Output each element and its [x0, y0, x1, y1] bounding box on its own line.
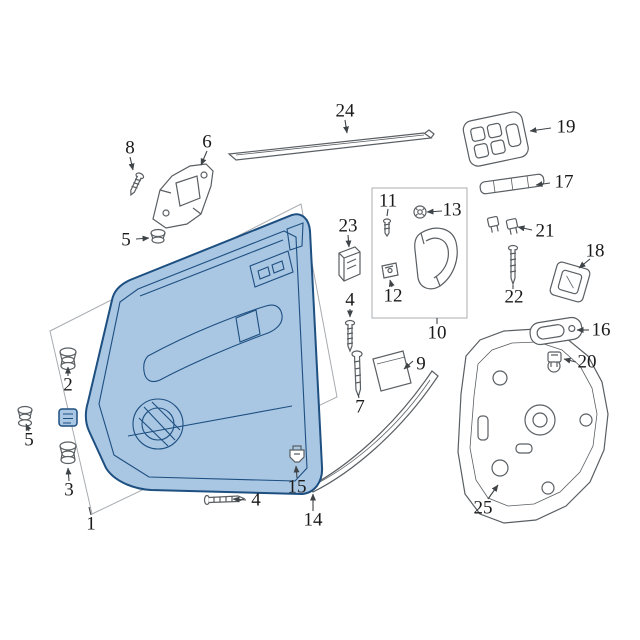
callout-16: 16	[591, 319, 611, 341]
callout-20: 20	[577, 351, 597, 373]
part-21-clips	[486, 215, 519, 235]
part-20-clip	[547, 351, 562, 367]
callout-21: 21	[535, 220, 555, 242]
callout-4-mid: 4	[345, 289, 355, 311]
callout-18: 18	[585, 240, 605, 262]
part-12-clip	[381, 262, 399, 279]
callout-5-left: 5	[24, 429, 34, 451]
part-9-pad	[372, 350, 412, 392]
part-10-bracket	[414, 227, 458, 290]
callout-13: 13	[442, 199, 462, 221]
callout-22: 22	[504, 286, 524, 308]
callout-24: 24	[335, 100, 355, 122]
callout-15: 15	[287, 476, 307, 498]
part-5-grommet-top	[150, 228, 166, 244]
callout-8: 8	[125, 137, 135, 159]
part-1-door-trim-panel	[84, 213, 324, 496]
part-15-clip	[289, 445, 305, 463]
callout-19: 19	[556, 116, 576, 138]
callout-1: 1	[86, 513, 96, 535]
callout-10: 10	[427, 322, 447, 344]
part-25-water-shield-panel	[457, 328, 609, 524]
callout-11: 11	[378, 190, 398, 212]
part-7-screw	[351, 350, 363, 398]
callout-7: 7	[355, 396, 365, 418]
part-13-push-nut	[413, 205, 427, 219]
part-5-grommet-left	[17, 405, 33, 427]
part-11-screw	[382, 218, 392, 238]
callout-17: 17	[554, 171, 574, 193]
callout-9: 9	[416, 353, 426, 375]
part-trim-retainer-highlighted	[58, 408, 78, 427]
part-14-lower-trim-strip	[308, 370, 439, 493]
callout-12: 12	[383, 285, 403, 307]
part-6-door-pull-bracket	[152, 163, 214, 229]
callout-23: 23	[338, 215, 358, 237]
callout-14: 14	[303, 509, 323, 531]
callout-25: 25	[473, 497, 493, 519]
part-3-grommet	[59, 441, 77, 465]
part-4-screw-mid	[344, 319, 356, 353]
callout-2: 2	[63, 374, 73, 396]
part-19-window-switch-panel	[462, 111, 529, 167]
callout-5-top: 5	[121, 229, 131, 251]
part-10-group-box	[371, 187, 468, 319]
part-16-handle-bezel	[529, 316, 583, 346]
part-17-trim-strip	[479, 173, 545, 195]
part-23-switch	[338, 246, 361, 282]
callout-4-bottom: 4	[251, 489, 261, 511]
callout-3: 3	[64, 479, 74, 501]
part-24-belt-molding	[227, 129, 435, 161]
part-18-switch-bezel	[549, 261, 591, 303]
part-8-screw	[130, 172, 145, 197]
leader-lines	[25, 119, 591, 516]
callout-6: 6	[202, 131, 212, 153]
part-22-screw	[507, 244, 519, 286]
